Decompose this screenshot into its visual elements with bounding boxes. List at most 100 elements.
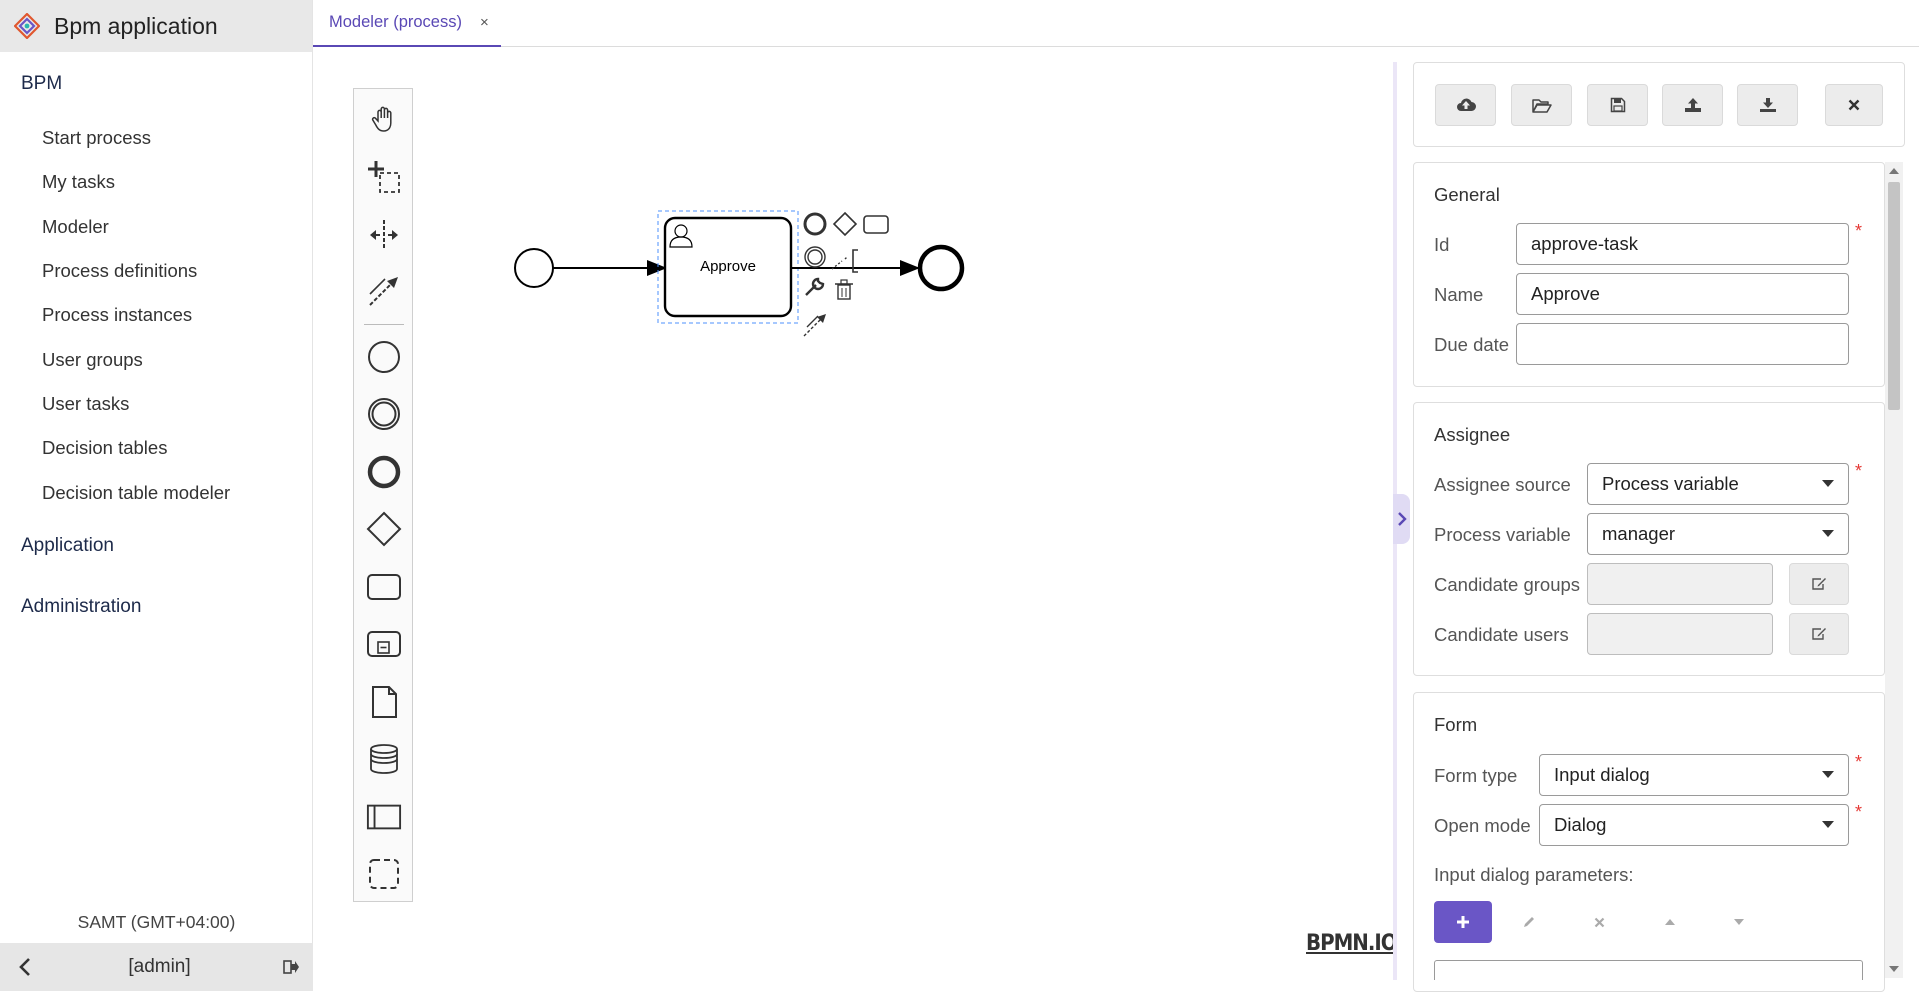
assignee-source-select[interactable]: Process variable xyxy=(1587,463,1849,505)
tab-modeler-process[interactable]: Modeler (process) × xyxy=(313,0,501,47)
cloud-upload-icon xyxy=(1456,98,1476,111)
add-parameter-button[interactable] xyxy=(1434,901,1492,943)
menu-item-decision-tables[interactable]: Decision tables xyxy=(42,437,168,458)
due-date-input[interactable] xyxy=(1516,323,1849,365)
form-type-label: Form type xyxy=(1434,765,1518,786)
append-intermediate-event-icon[interactable] xyxy=(804,246,826,268)
form-type-select[interactable]: Input dialog xyxy=(1539,754,1849,796)
import-button[interactable] xyxy=(1737,84,1798,126)
open-mode-select[interactable]: Dialog xyxy=(1539,804,1849,846)
folder-open-icon xyxy=(1531,99,1552,113)
subprocess-icon[interactable] xyxy=(366,626,402,662)
open-mode-label: Open mode xyxy=(1434,815,1531,836)
menu-item-my-tasks[interactable]: My tasks xyxy=(42,171,115,192)
scroll-up-icon[interactable] xyxy=(1889,168,1899,174)
id-input[interactable]: approve-task xyxy=(1516,223,1849,265)
assignee-source-label: Assignee source xyxy=(1434,474,1571,495)
candidate-groups-input xyxy=(1587,563,1773,605)
chevron-down-icon xyxy=(1822,480,1834,487)
menu-item-process-instances[interactable]: Process instances xyxy=(42,304,193,325)
app-title: Bpm application xyxy=(54,12,218,39)
candidate-groups-label: Candidate groups xyxy=(1434,574,1581,595)
scroll-down-icon[interactable] xyxy=(1889,966,1899,972)
start-event[interactable] xyxy=(514,248,554,288)
process-variable-label: Process variable xyxy=(1434,524,1571,545)
menu-item-modeler[interactable]: Modeler xyxy=(42,216,109,237)
menu-group-application[interactable]: Application xyxy=(21,535,114,556)
menu-item-start-process[interactable]: Start process xyxy=(42,127,151,148)
gateway-icon[interactable] xyxy=(366,511,402,547)
group-icon[interactable] xyxy=(366,856,402,892)
id-value: approve-task xyxy=(1531,233,1638,254)
menu-item-process-definitions[interactable]: Process definitions xyxy=(42,260,198,281)
parameters-table xyxy=(1434,960,1863,980)
data-object-icon[interactable] xyxy=(366,684,402,720)
edit-candidate-groups-button[interactable] xyxy=(1789,563,1849,605)
name-label: Name xyxy=(1434,284,1484,305)
save-icon xyxy=(1610,97,1625,113)
logout-button[interactable] xyxy=(269,943,313,991)
menu-group-bpm[interactable]: BPM xyxy=(21,73,63,94)
menu-item-user-tasks[interactable]: User tasks xyxy=(42,393,130,414)
wrench-icon[interactable] xyxy=(805,277,825,296)
close-icon xyxy=(1848,99,1860,111)
scroll-thumb[interactable] xyxy=(1888,182,1900,410)
global-connect-tool-icon[interactable] xyxy=(366,273,402,309)
app-header: Bpm application xyxy=(0,0,312,52)
bpmn-io-logo[interactable]: BPMN.IO xyxy=(1306,931,1398,956)
due-date-label: Due date xyxy=(1434,334,1510,355)
edit-candidate-users-button[interactable] xyxy=(1789,613,1849,655)
end-event-icon[interactable] xyxy=(366,454,402,490)
remove-parameter-button[interactable] xyxy=(1574,901,1624,943)
assignee-title: Assignee xyxy=(1434,424,1511,445)
append-text-annotation-icon[interactable] xyxy=(831,249,858,273)
chevron-down-icon xyxy=(1822,771,1834,778)
bpmn-palette xyxy=(353,88,413,902)
properties-scrollbar[interactable] xyxy=(1885,162,1903,978)
menu-group-administration[interactable]: Administration xyxy=(21,596,142,617)
edit-icon xyxy=(1812,578,1826,590)
close-modeler-button[interactable] xyxy=(1825,84,1883,126)
name-input[interactable]: Approve xyxy=(1516,273,1849,315)
menu-item-decision-table-modeler[interactable]: Decision table modeler xyxy=(42,482,231,503)
edit-parameter-button[interactable] xyxy=(1504,901,1554,943)
splitter-handle[interactable] xyxy=(1393,494,1410,544)
required-marker: * xyxy=(1855,802,1863,822)
move-down-button[interactable] xyxy=(1714,901,1764,943)
move-up-button[interactable] xyxy=(1645,901,1695,943)
form-panel: Form Form type Input dialog * Open mode … xyxy=(1413,692,1885,992)
input-dialog-parameters-label: Input dialog parameters: xyxy=(1434,864,1634,885)
connect-icon[interactable] xyxy=(803,314,826,337)
chevron-right-icon xyxy=(1397,512,1407,526)
caret-up-icon xyxy=(1665,919,1675,925)
intermediate-event-icon[interactable] xyxy=(366,396,402,432)
append-task-icon[interactable] xyxy=(863,215,889,234)
caret-down-icon xyxy=(1734,919,1744,925)
palette-separator xyxy=(364,324,404,325)
lasso-tool-icon[interactable] xyxy=(366,159,402,195)
form-type-value: Input dialog xyxy=(1554,764,1650,785)
collapse-sidebar-button[interactable] xyxy=(0,943,50,991)
export-button[interactable] xyxy=(1662,84,1723,126)
open-button[interactable] xyxy=(1511,84,1572,126)
hand-tool-icon[interactable] xyxy=(366,101,402,137)
candidate-users-input xyxy=(1587,613,1773,655)
space-tool-icon[interactable] xyxy=(366,217,402,253)
task-icon[interactable] xyxy=(366,569,402,605)
process-variable-select[interactable]: manager xyxy=(1587,513,1849,555)
start-event-icon[interactable] xyxy=(366,339,402,375)
save-button[interactable] xyxy=(1587,84,1648,126)
data-store-icon[interactable] xyxy=(366,741,402,777)
menu-item-user-groups[interactable]: User groups xyxy=(42,349,143,370)
deploy-button[interactable] xyxy=(1435,84,1496,126)
required-marker: * xyxy=(1855,221,1863,241)
append-gateway-icon[interactable] xyxy=(832,211,858,237)
context-pad xyxy=(803,211,889,337)
tab-close-icon[interactable]: × xyxy=(479,14,489,31)
user-name[interactable]: [admin] xyxy=(128,956,191,977)
append-end-event-icon[interactable] xyxy=(803,212,827,236)
bpmn-diagram: Approve xyxy=(500,195,980,355)
trash-icon[interactable] xyxy=(835,279,853,300)
pool-icon[interactable] xyxy=(366,799,402,835)
end-event[interactable] xyxy=(917,244,965,292)
